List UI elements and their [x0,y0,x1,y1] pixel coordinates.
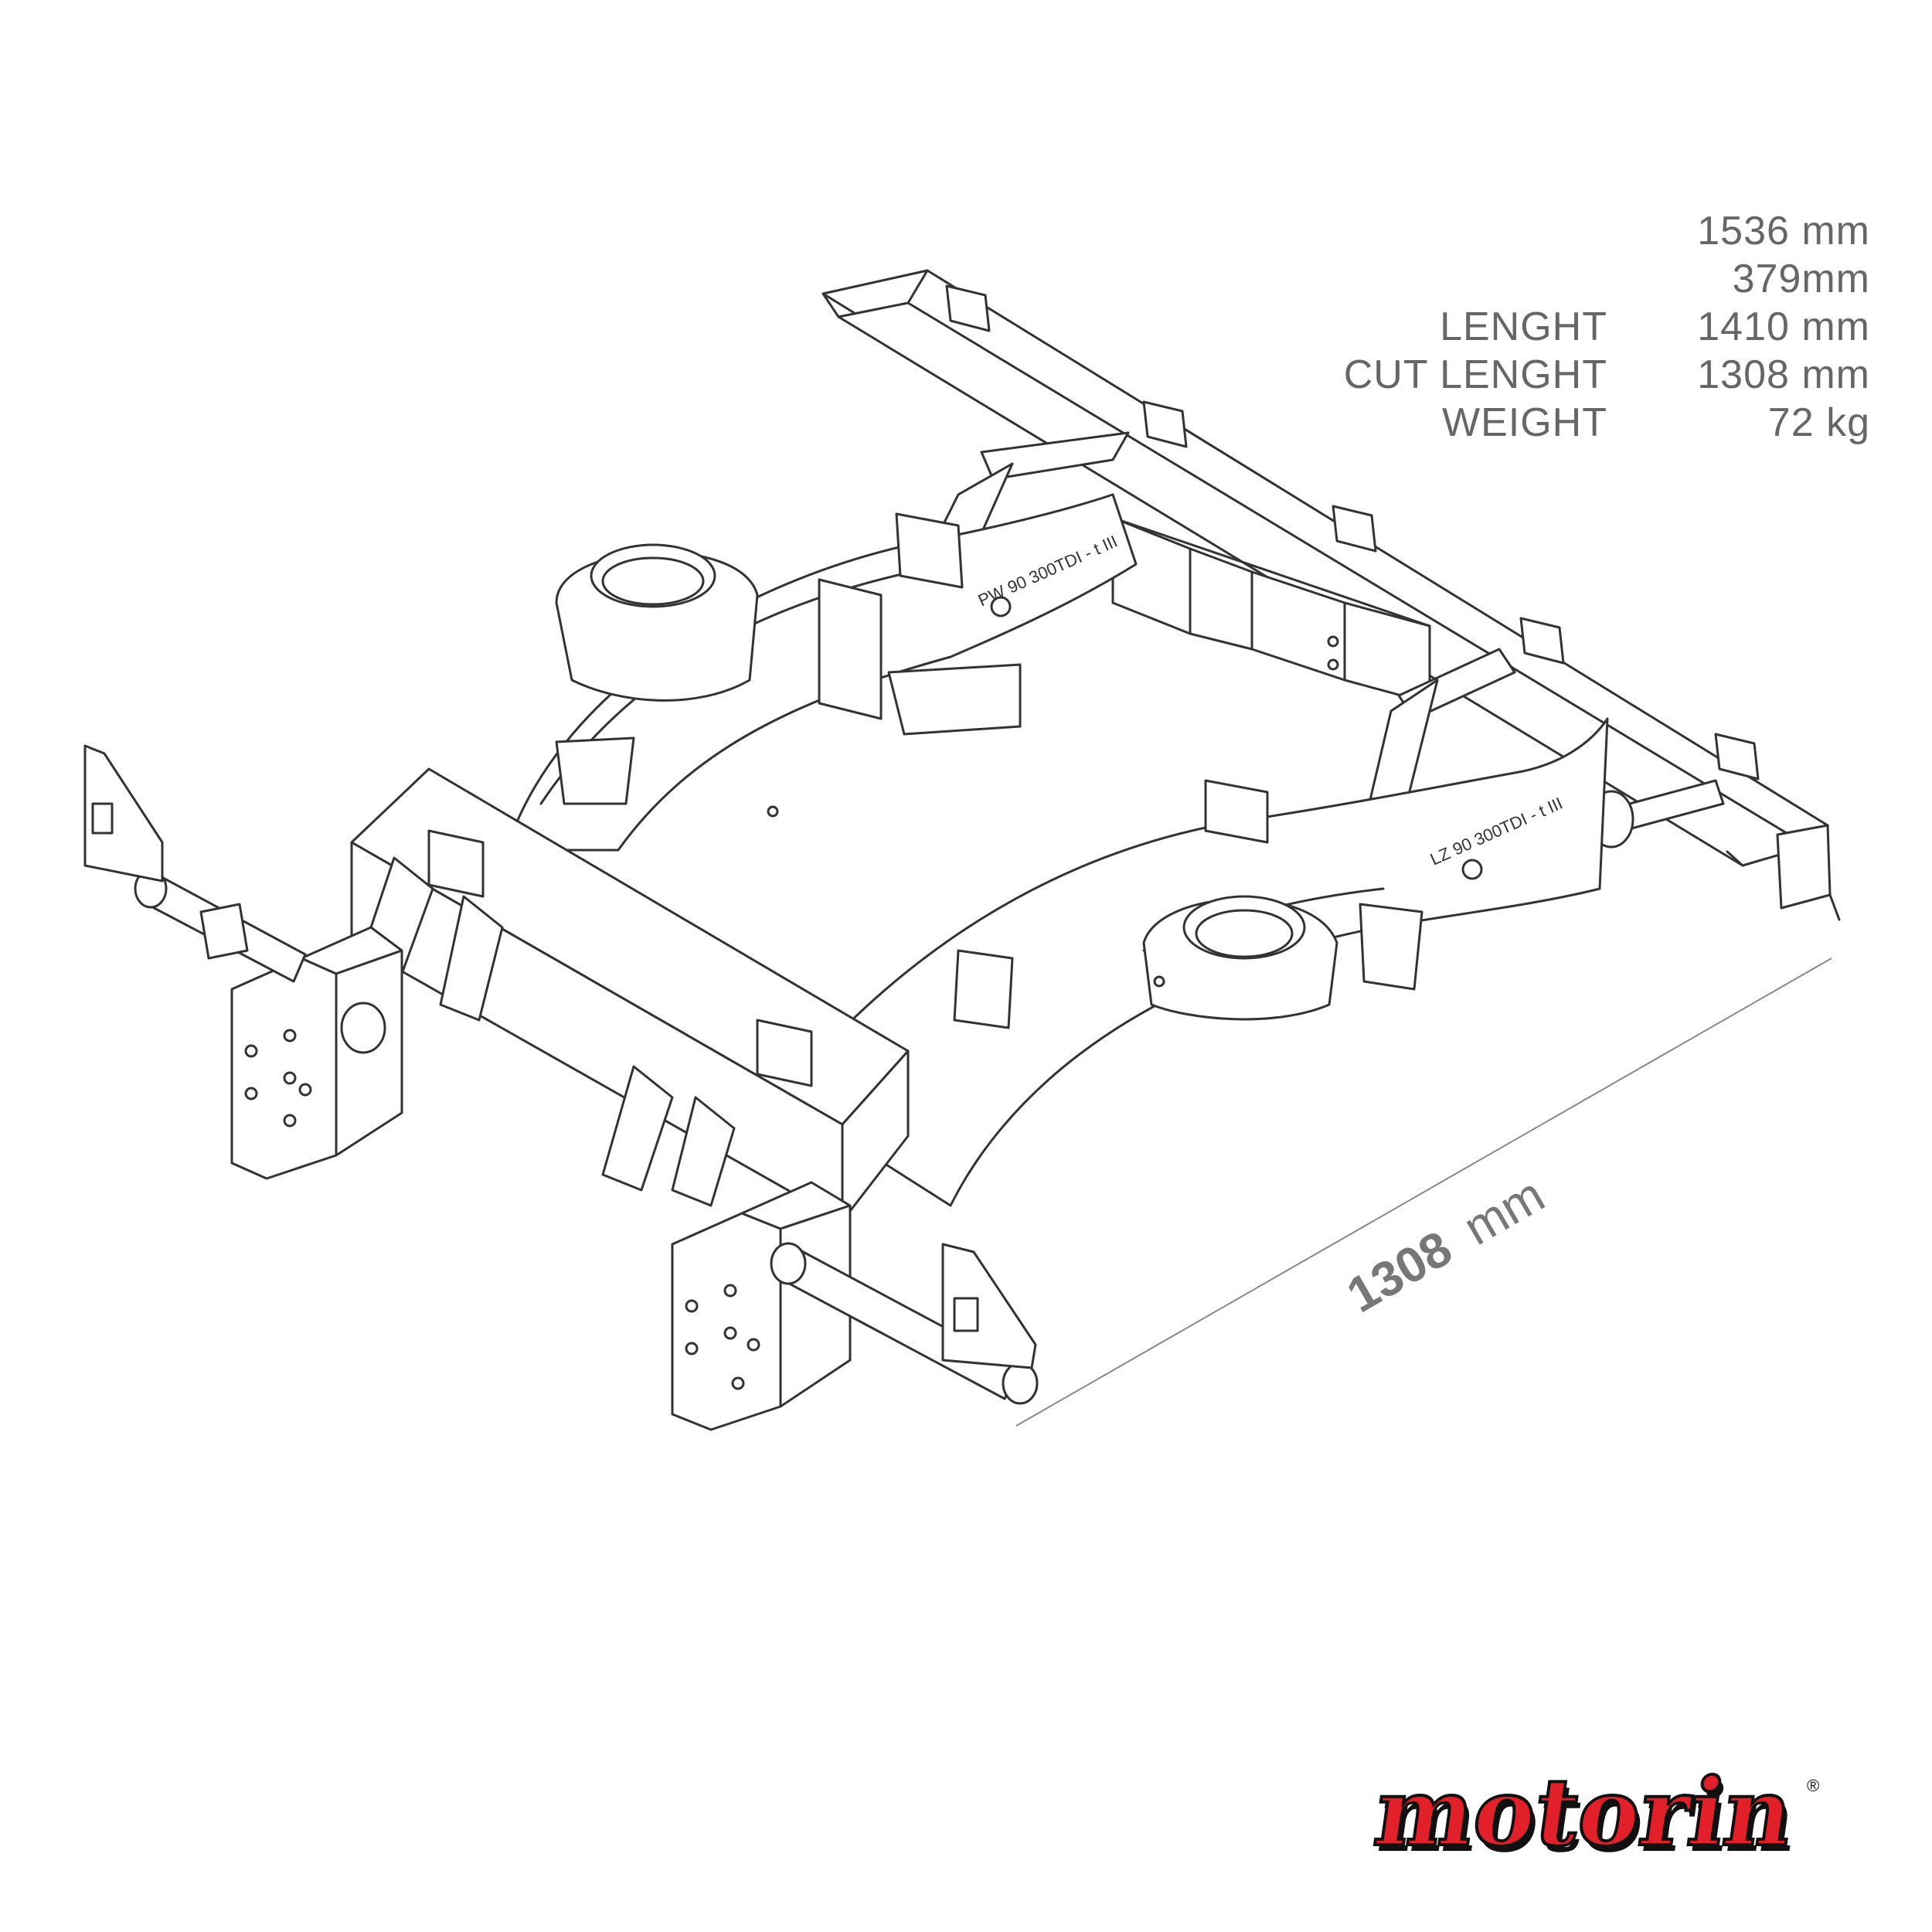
spec-value: 1308 mm [1697,352,1870,397]
dimension-number: 1308 [1338,1220,1461,1324]
motorin-logo: motorin motorin [1367,1757,1804,1873]
mounting-holes [767,596,1483,988]
front-tube-right [770,1242,1039,1405]
logo-text-shadow: motorin [1372,1765,1804,1873]
front-right-horn [671,1181,852,1431]
spec-row-cut-length: CUT LENGHT 1308 mm [1314,351,1870,399]
chassis-frame [83,269,1841,1431]
spec-label: LENGHT [1440,304,1607,349]
logo-text: motorin [1369,1759,1800,1867]
dimension-unit: mm [1454,1166,1553,1256]
spec-value: 1410 mm [1697,304,1870,349]
front-tube-left [83,744,307,983]
spec-value: 379mm [1732,257,1870,301]
spec-value: 72 kg [1767,400,1870,445]
spec-value: 1536 mm [1697,209,1870,253]
spec-row-weight: WEIGHT 72 kg [1314,399,1870,447]
dimension-label: 1308 mm [1338,1166,1553,1323]
front-crossmember [350,767,910,1223]
spec-row-height: 379mm [1314,255,1870,303]
spec-row-length: LENGHT 1410 mm [1314,303,1870,351]
spec-label: WEIGHT [1442,400,1607,445]
registered-mark: ® [1807,1776,1819,1795]
spec-label: CUT LENGHT [1343,352,1607,397]
right-side-rail [779,717,1609,1207]
front-left-horn [230,926,403,1180]
spec-table: 1536 mm 379mm LENGHT 1410 mm CUT LENGHT … [1314,207,1870,447]
left-side-rail [505,493,1138,852]
spec-row-width: 1536 mm [1314,207,1870,255]
dimension-line [1015,957,1832,1427]
